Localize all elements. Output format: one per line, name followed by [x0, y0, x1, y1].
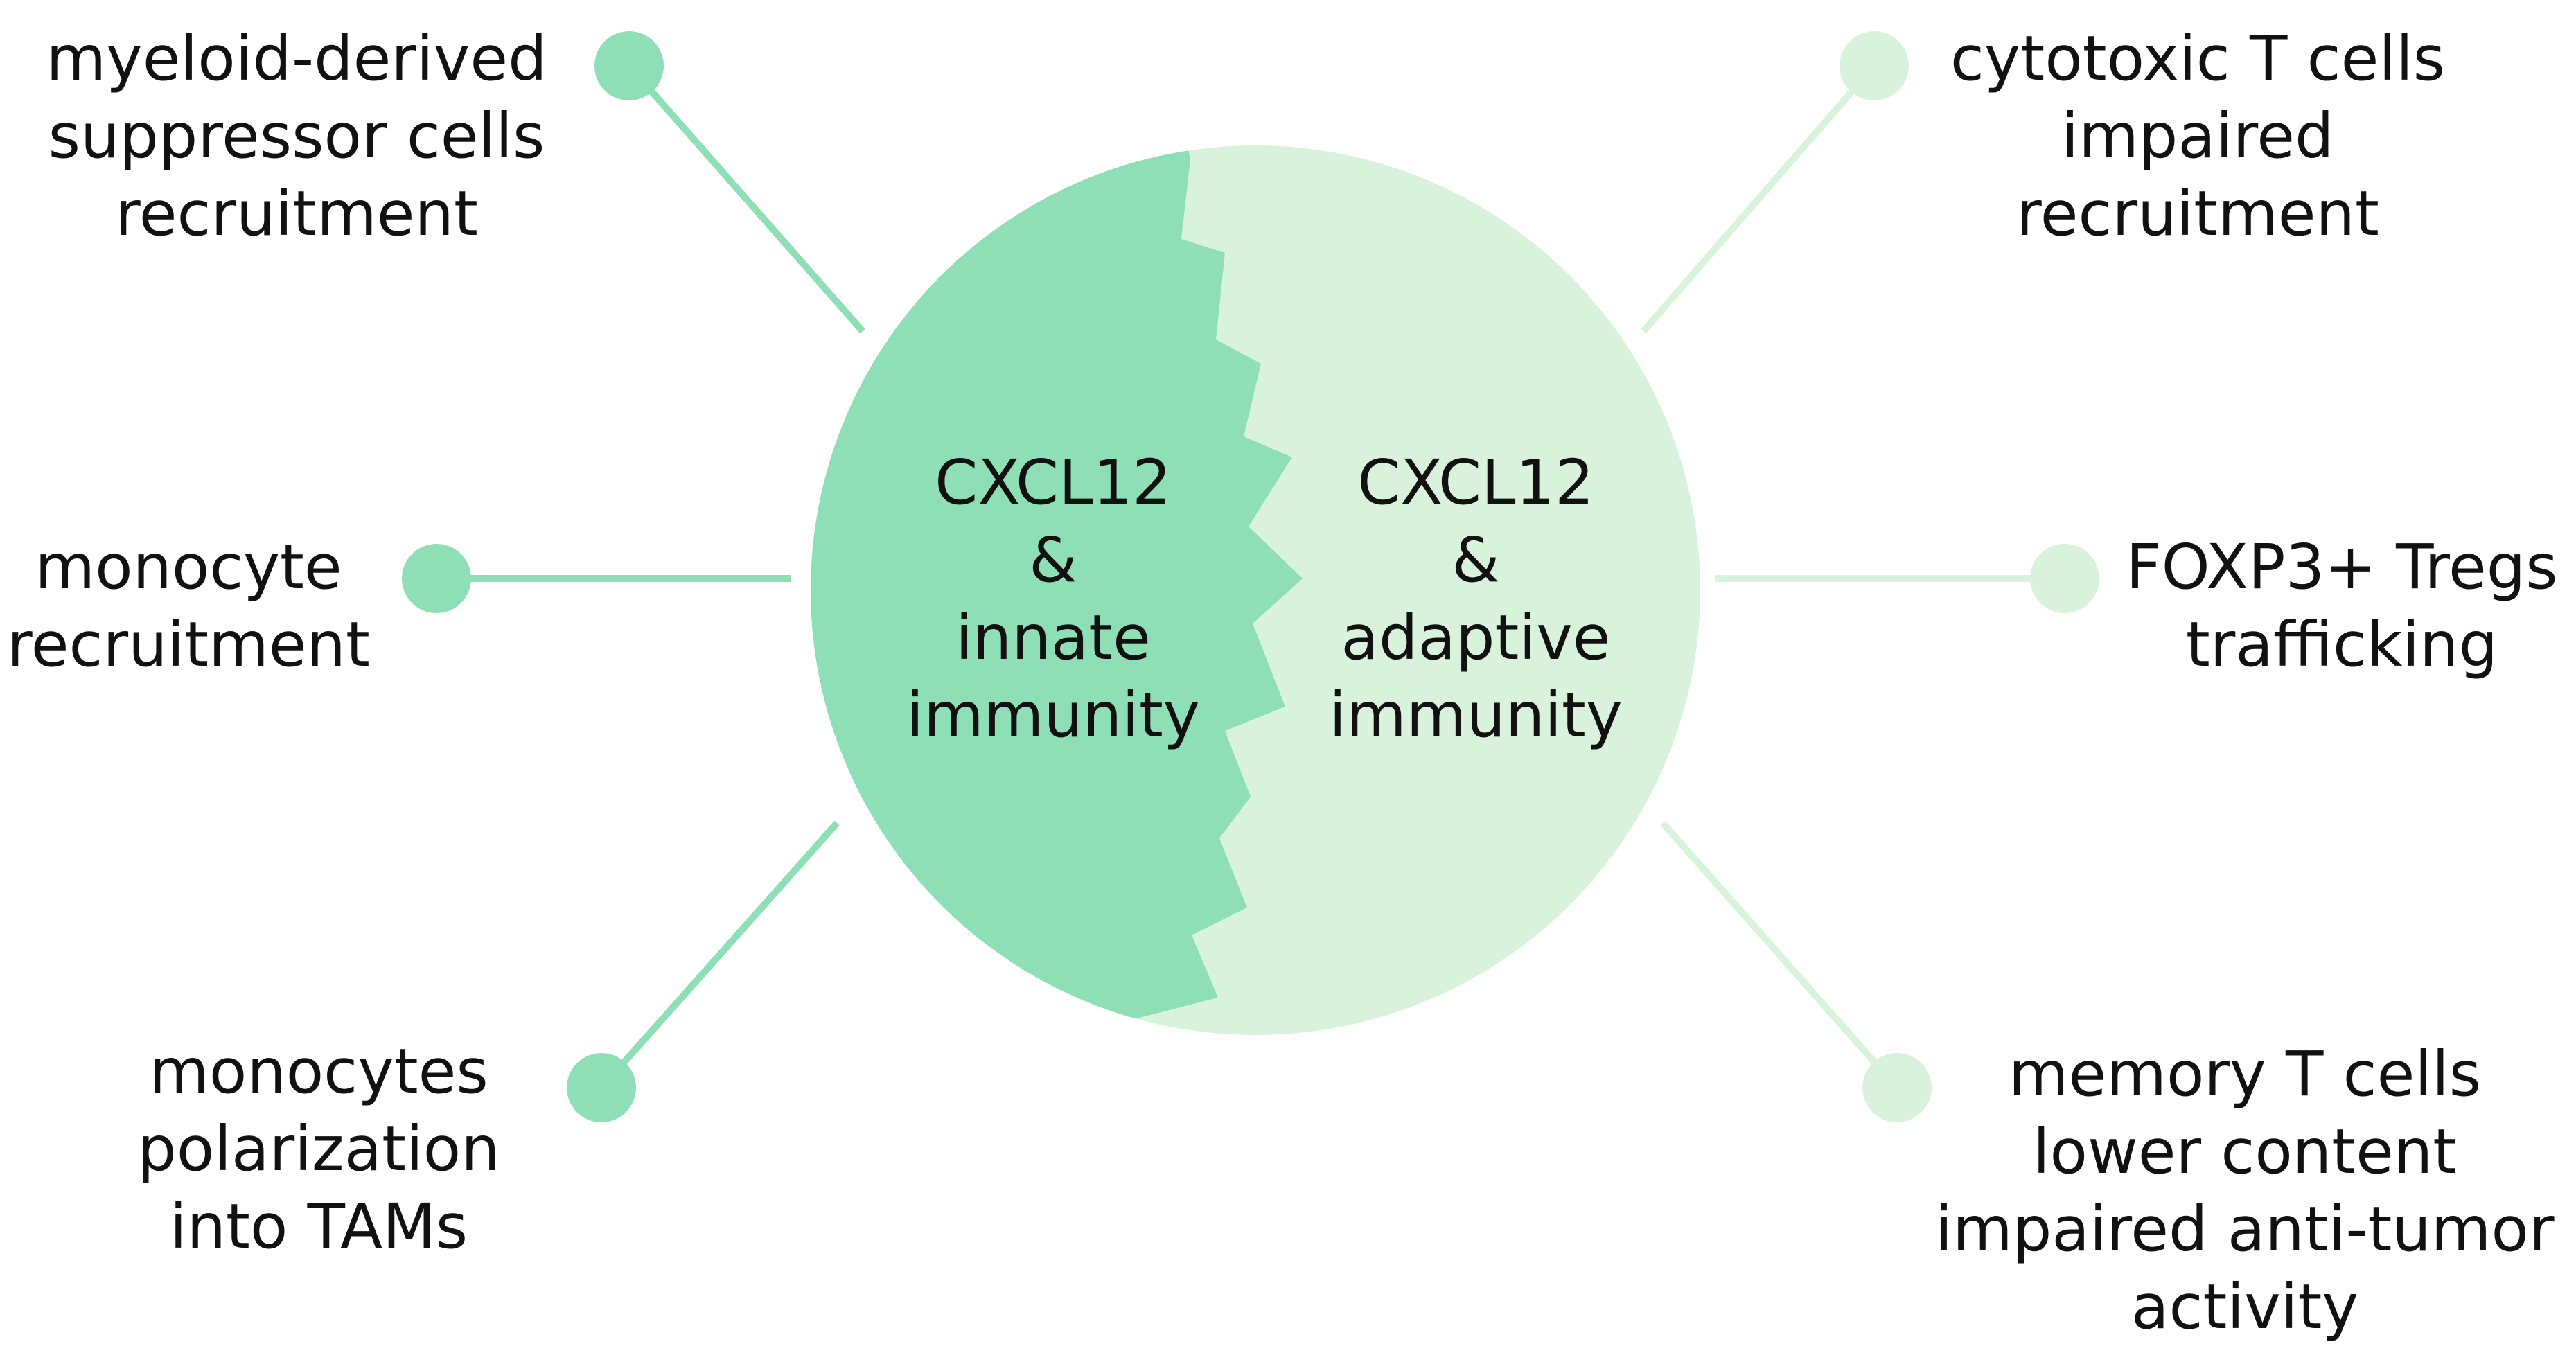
adaptive-label-line: adaptive	[1341, 601, 1611, 673]
connector-line-adaptive-top	[1641, 63, 1877, 334]
innate-label-line: innate	[955, 601, 1151, 673]
innate-top-label: myeloid-derived suppressor cells recruit…	[46, 19, 547, 252]
adaptive-label-line: &	[1452, 524, 1500, 596]
label-line: trafficking	[2185, 608, 2498, 680]
innate-label-line: &	[1029, 524, 1077, 596]
label-line: monocytes	[149, 1035, 488, 1107]
innate-immunity-half	[811, 145, 1303, 1018]
adaptive-bottom-label: memory T cells lower content impaired an…	[1935, 1035, 2554, 1345]
label-line: activity	[2131, 1271, 2359, 1343]
innate-middle-node-icon	[402, 544, 471, 613]
adaptive-top-label: cytotoxic T cells impaired recruitment	[1950, 19, 2445, 252]
connector-line-innate-bottom	[599, 820, 840, 1090]
adaptive-middle-node-icon	[2030, 544, 2099, 613]
label-line: cytotoxic T cells	[1950, 22, 2446, 94]
adaptive-immunity-label: CXCL12 & adaptive immunity	[1329, 443, 1622, 754]
label-line: impaired	[2061, 100, 2334, 172]
label-line: recruitment	[7, 608, 370, 680]
label-line: impaired anti-tumor	[1935, 1193, 2555, 1265]
adaptive-top-node-icon	[1840, 31, 1909, 100]
label-line: monocyte	[35, 531, 342, 603]
connector-line-adaptive-bottom	[1660, 820, 1900, 1090]
label-line: recruitment	[115, 177, 478, 249]
innate-immunity-label: CXCL12 & innate immunity	[906, 443, 1199, 754]
label-line: FOXP3+ Tregs	[2126, 531, 2558, 603]
adaptive-label-line: immunity	[1329, 679, 1623, 751]
adaptive-label-line: CXCL12	[1357, 446, 1594, 518]
innate-top-node-icon	[594, 31, 664, 100]
innate-bottom-node-icon	[567, 1053, 636, 1122]
innate-bottom-label: monocytes polarization into TAMs	[137, 1032, 500, 1265]
label-line: polarization	[137, 1113, 500, 1185]
adaptive-bottom-node-icon	[1862, 1053, 1932, 1122]
label-line: lower content	[2032, 1115, 2458, 1187]
innate-label-line: CXCL12	[935, 446, 1172, 518]
adaptive-middle-label: FOXP3+ Tregs trafficking	[2126, 528, 2557, 683]
label-line: myeloid-derived	[46, 22, 547, 94]
label-line: memory T cells	[2008, 1038, 2482, 1110]
innate-label-line: immunity	[906, 679, 1200, 751]
label-line: suppressor cells	[48, 100, 545, 172]
innate-middle-label: monocyte recruitment	[7, 528, 370, 683]
label-line: into TAMs	[169, 1190, 468, 1262]
connector-line-innate-top	[626, 63, 865, 334]
label-line: recruitment	[2016, 177, 2379, 249]
